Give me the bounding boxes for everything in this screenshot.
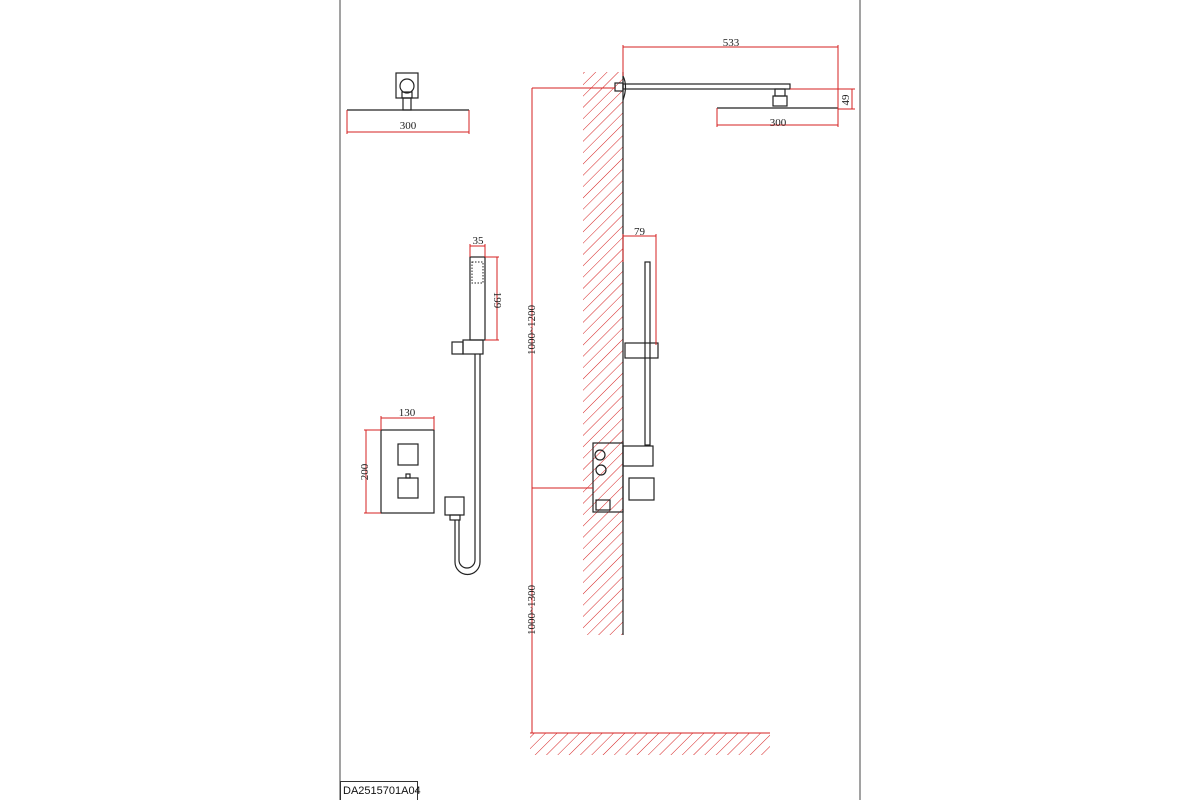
- dim-valve-height: 200: [359, 463, 371, 480]
- dim-side-head-width: 300: [770, 117, 787, 129]
- dim-handshower-length: 199: [491, 292, 503, 309]
- dim-front-head-width: 300: [400, 120, 417, 132]
- dim-head-drop: 49: [840, 94, 852, 106]
- hand-shower: [444, 244, 499, 576]
- floor-section: [530, 733, 770, 755]
- dim-arm-length: 533: [723, 37, 740, 49]
- valve-plate: [364, 416, 435, 514]
- dim-handshower-width: 35: [473, 235, 485, 247]
- front-shower-head: [346, 72, 470, 134]
- dim-rail-offset: 79: [634, 226, 646, 238]
- side-view-installation: [531, 45, 855, 733]
- dim-valve-height-range: 1000~1300: [526, 585, 538, 635]
- dim-valve-width: 130: [399, 407, 416, 419]
- dim-head-height: 1000~1200: [526, 305, 538, 355]
- wall-section: [583, 72, 623, 635]
- drawing-code-label: DA2515701A04: [340, 781, 421, 800]
